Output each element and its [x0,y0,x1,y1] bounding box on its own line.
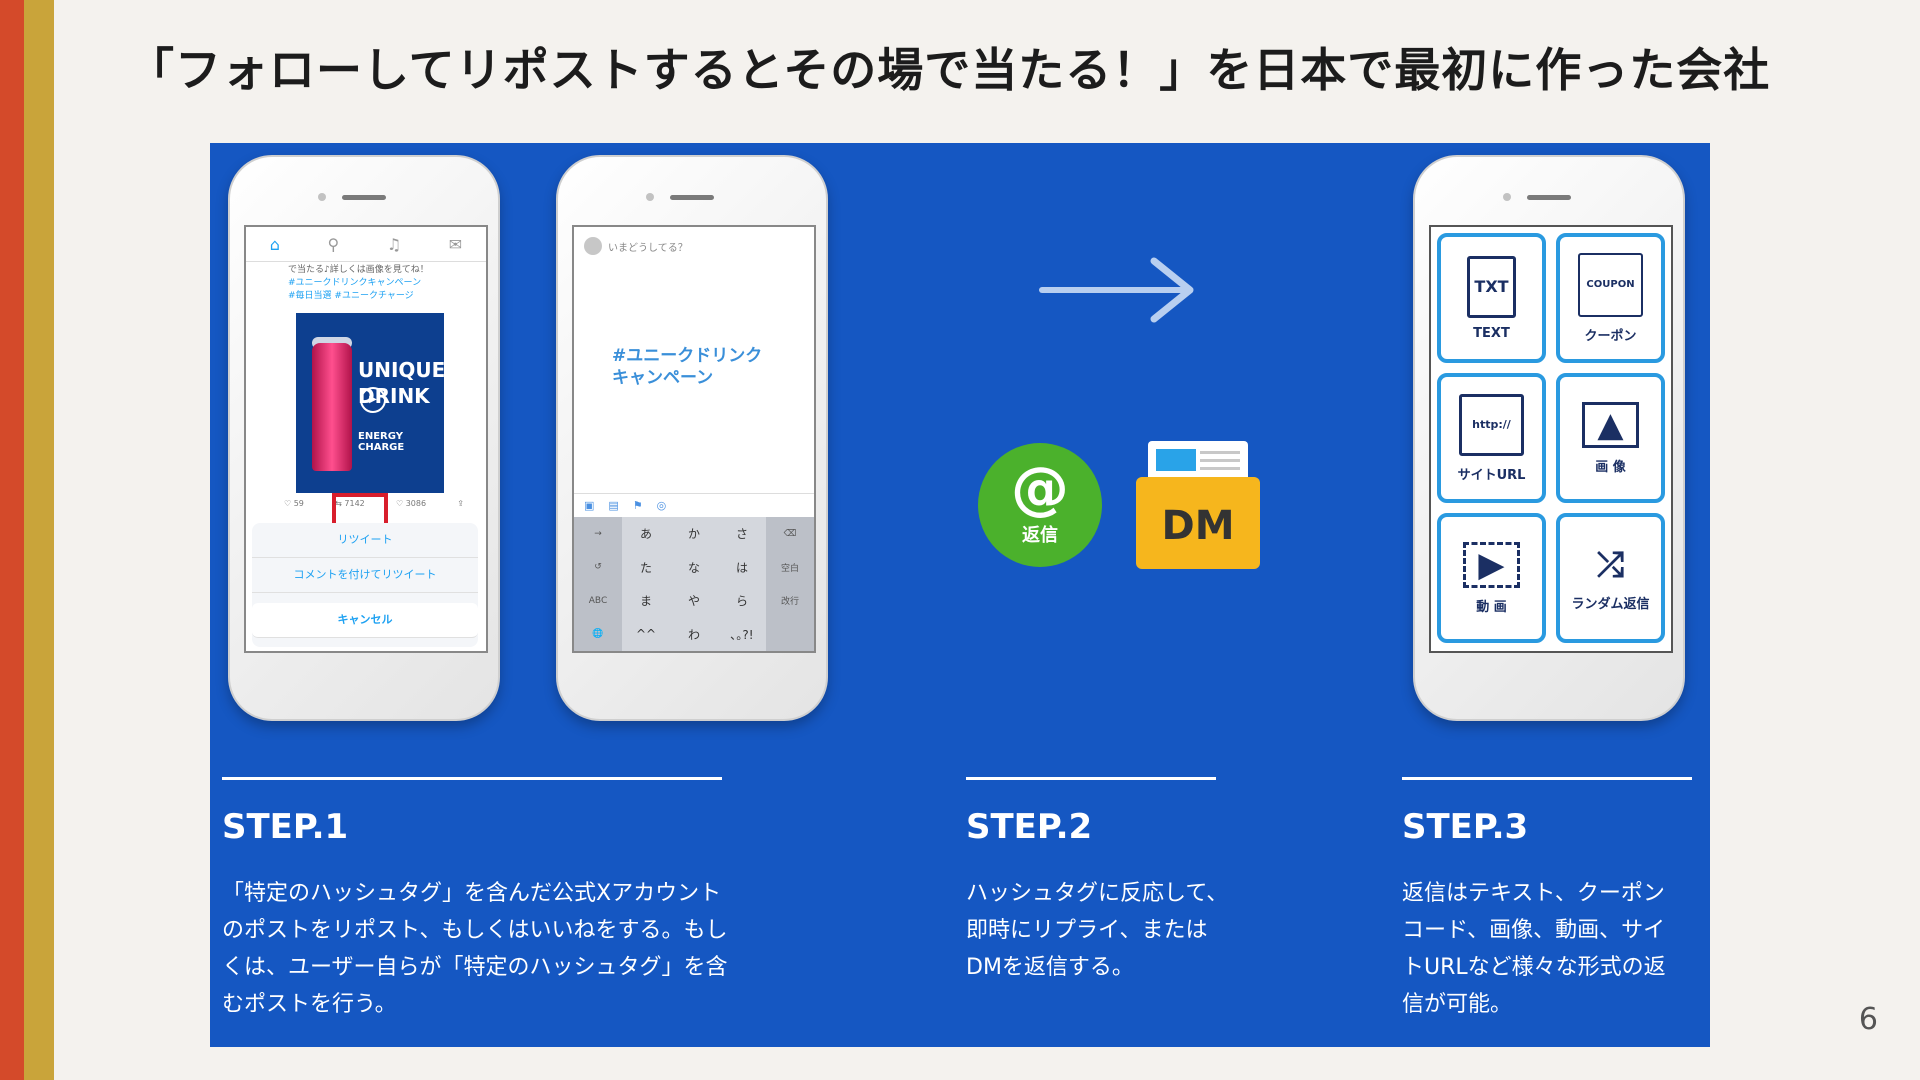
keyboard-key[interactable]: ､｡?! [730,627,754,642]
keyboard-key[interactable]: わ [687,627,700,642]
compose-toolbar[interactable]: ▣▤⚑◎ [574,493,814,518]
keyboard[interactable]: → あ か さ ⌫ ↺ た な は 空白 ABC ま や ら 改行 🌐 ^^ わ… [574,517,814,651]
retweet-highlight-box [332,493,388,527]
slide-title: 「フォローしてリポストするとその場で当たる！」を日本で最初に作った会社 [128,43,1771,97]
keyboard-key[interactable]: ら [735,594,748,609]
keyboard-key[interactable]: 空白 [766,550,814,584]
reply-types-screen: TXT TEXT COUPON クーポン http:// サイトURL ▲ 画 … [1429,225,1673,653]
keyboard-key[interactable]: あ [639,527,652,542]
shuffle-icon: ⤮ [1596,544,1625,585]
home-icon[interactable]: ⌂ [269,234,280,254]
search-icon[interactable]: ⚲ [327,234,340,254]
steps-panel: ⌂ ⚲ ♫ ✉ で当たる♪詳しくは画像を見てね！ #ユニークドリンクキャンペーン… [210,143,1710,1047]
twitter-timeline-screen: ⌂ ⚲ ♫ ✉ で当たる♪詳しくは画像を見てね！ #ユニークドリンクキャンペーン… [244,225,488,653]
video-icon: ▶ [1463,541,1520,588]
step3-divider [1402,777,1692,780]
tweet-actions: ♡ 59 ⇆ 7142 ♡ 3086 ⇪ [284,499,464,508]
keyboard-key[interactable]: ⌫ [766,517,814,551]
keyboard-key[interactable]: ま [639,594,652,609]
text-reply-tile[interactable]: TXT TEXT [1437,233,1546,363]
share-icon[interactable]: ⇪ [457,499,464,508]
step3-description: 返信はテキスト、クーポンコード、画像、動画、サイトURLなど様々な形式の返信が可… [1402,881,1666,1017]
page-number: 6 [1858,1002,1878,1037]
promo-image[interactable]: UNIQUE DRINK ▶ ENERGY CHARGE [296,313,444,493]
step1-heading: STEP.1 [222,807,349,847]
phone-step1: ⌂ ⚲ ♫ ✉ で当たる♪詳しくは画像を見てね！ #ユニークドリンクキャンペーン… [228,155,500,721]
keyboard-key[interactable]: さ [735,527,748,542]
cancel-option[interactable]: キャンセル [252,603,478,638]
retweet-option[interactable]: リツイート [252,523,478,558]
browser-url-icon: http:// [1459,393,1524,456]
mail-icon[interactable]: ✉ [448,234,463,254]
compose-screen: いまどうしてる？ #ユニークドリンク キャンペーン ▣▤⚑◎ → あ か さ ⌫… [572,225,816,653]
arrow-right-icon [1039,257,1194,323]
avatar [584,237,602,255]
url-reply-tile[interactable]: http:// サイトURL [1437,373,1546,503]
dm-envelope-icon: DM [1136,441,1260,571]
step2-divider [966,777,1216,780]
quote-retweet-option[interactable]: コメントを付けてリツイート [252,558,478,593]
text-file-icon: TXT [1467,255,1516,318]
step1-description: 「特定のハッシュタグ」を含んだ公式Xアカウントのポストをリポスト、もしくはいいね… [222,881,728,1017]
twitter-tab-bar: ⌂ ⚲ ♫ ✉ [246,227,486,262]
promo-subtitle: ENERGY CHARGE [358,431,405,453]
hashtag-text: #ユニークドリンク キャンペーン [612,346,763,388]
accent-bar-red [0,0,24,1080]
bell-icon[interactable]: ♫ [386,234,402,254]
play-icon[interactable]: ▶ [360,387,386,413]
like-count[interactable]: ♡ 3086 [395,499,427,508]
reply-type-grid: TXT TEXT COUPON クーポン http:// サイトURL ▲ 画 … [1437,233,1665,643]
phone-step1-compose: いまどうしてる？ #ユニークドリンク キャンペーン ▣▤⚑◎ → あ か さ ⌫… [556,155,828,721]
keyboard-key[interactable]: ^^ [635,627,657,642]
reply-icon: @ 返信 [978,443,1102,567]
keyboard-key[interactable]: ↺ [574,550,622,584]
keyboard-key[interactable]: か [687,527,700,542]
keyboard-key[interactable]: や [687,594,700,609]
retweet-action-sheet: リツイート コメントを付けてリツイート キャンセル [252,523,478,647]
reply-count[interactable]: ♡ 59 [284,499,304,508]
keyboard-key[interactable]: た [639,560,652,575]
accent-bar-gold [24,0,54,1080]
keyboard-key[interactable]: は [735,560,748,575]
step1-divider [222,777,722,780]
image-icon: ▲ [1582,401,1639,448]
coupon-icon: COUPON [1578,252,1643,317]
phone-step3: TXT TEXT COUPON クーポン http:// サイトURL ▲ 画 … [1413,155,1685,721]
keyboard-key[interactable]: 🌐 [574,617,622,651]
keyboard-key[interactable] [766,617,814,651]
video-reply-tile[interactable]: ▶ 動 画 [1437,513,1546,643]
keyboard-key[interactable]: ABC [574,584,622,618]
step2-heading: STEP.2 [966,807,1093,847]
drink-can-illustration [312,343,352,471]
retweet-count[interactable]: ⇆ 7142 [335,499,365,508]
compose-prompt[interactable]: いまどうしてる？ [608,242,688,254]
coupon-reply-tile[interactable]: COUPON クーポン [1556,233,1665,363]
step2-description: ハッシュタグに反応して、即時にリプライ、またはDMを返信する。 [966,881,1229,980]
keyboard-key[interactable]: 改行 [766,584,814,618]
tweet-text: で当たる♪詳しくは画像を見てね！ #ユニークドリンクキャンペーン #毎日当選 #… [288,265,429,301]
image-reply-tile[interactable]: ▲ 画 像 [1556,373,1665,503]
keyboard-key[interactable]: な [687,560,700,575]
keyboard-key[interactable]: → [574,517,622,551]
random-reply-tile[interactable]: ⤮ ランダム返信 [1556,513,1665,643]
step3-heading: STEP.3 [1402,807,1529,847]
